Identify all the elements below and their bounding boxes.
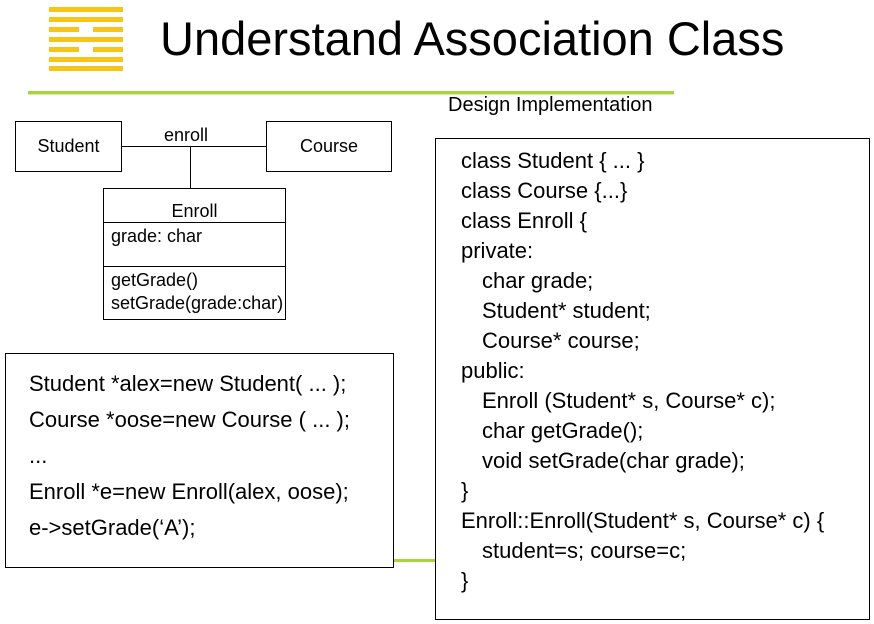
class-compartment-divider <box>104 222 285 223</box>
code-line: char getGrade(); <box>482 418 644 443</box>
code-line: class Student { ... } <box>461 148 645 173</box>
code-line: Enroll (Student* s, Course* c); <box>482 388 776 413</box>
title-underline <box>28 91 674 94</box>
association-line <box>122 146 266 147</box>
code-line: private: <box>461 238 534 263</box>
title-underline-shadow <box>28 94 674 95</box>
usage-code-line: ... <box>29 443 48 468</box>
enroll-operation: getGrade() <box>111 270 199 290</box>
slide-title: Understand Association Class <box>160 12 785 65</box>
code-line: student=s; course=c; <box>482 538 687 563</box>
usage-code-line: Enroll *e=new Enroll(alex, oose); <box>29 479 349 504</box>
implementation-code-box: class Student { ... } class Course {...}… <box>435 138 870 620</box>
code-line: class Course {...} <box>461 178 628 203</box>
code-line: void setGrade(char grade); <box>482 448 745 473</box>
code-line: char grade; <box>482 268 594 293</box>
usage-code-line: e->setGrade(‘A’); <box>29 515 196 540</box>
usage-code-line: Course *oose=new Course ( ... ); <box>29 407 350 432</box>
code-line: Course* course; <box>482 328 640 353</box>
enroll-class-name: Enroll <box>171 201 218 221</box>
design-implementation-heading: Design Implementation <box>448 94 653 116</box>
course-class-name: Course <box>299 136 359 156</box>
association-label: enroll <box>164 125 209 145</box>
student-class-box: Student <box>15 121 122 172</box>
class-compartment-divider <box>104 266 285 267</box>
code-line: Student* student; <box>482 298 651 323</box>
enroll-association-class: Enroll grade: char getGrade() setGrade(g… <box>103 188 286 320</box>
code-line: } <box>461 568 469 593</box>
usage-code-line: Student *alex=new Student( ... ); <box>29 371 347 396</box>
usage-code-box: Student *alex=new Student( ... ); Course… <box>5 353 394 568</box>
enroll-attribute: grade: char <box>111 226 203 246</box>
code-line: } <box>461 478 469 503</box>
code-line: public: <box>461 358 525 383</box>
code-line: class Enroll { <box>461 208 587 233</box>
connector-rule <box>393 559 436 562</box>
enroll-operation: setGrade(grade:char) <box>111 293 284 313</box>
association-class-link <box>190 147 191 188</box>
striped-logo-icon <box>49 7 123 71</box>
student-class-name: Student <box>37 136 100 156</box>
code-line: Enroll::Enroll(Student* s, Course* c) { <box>461 508 825 533</box>
course-class-box: Course <box>266 121 392 172</box>
